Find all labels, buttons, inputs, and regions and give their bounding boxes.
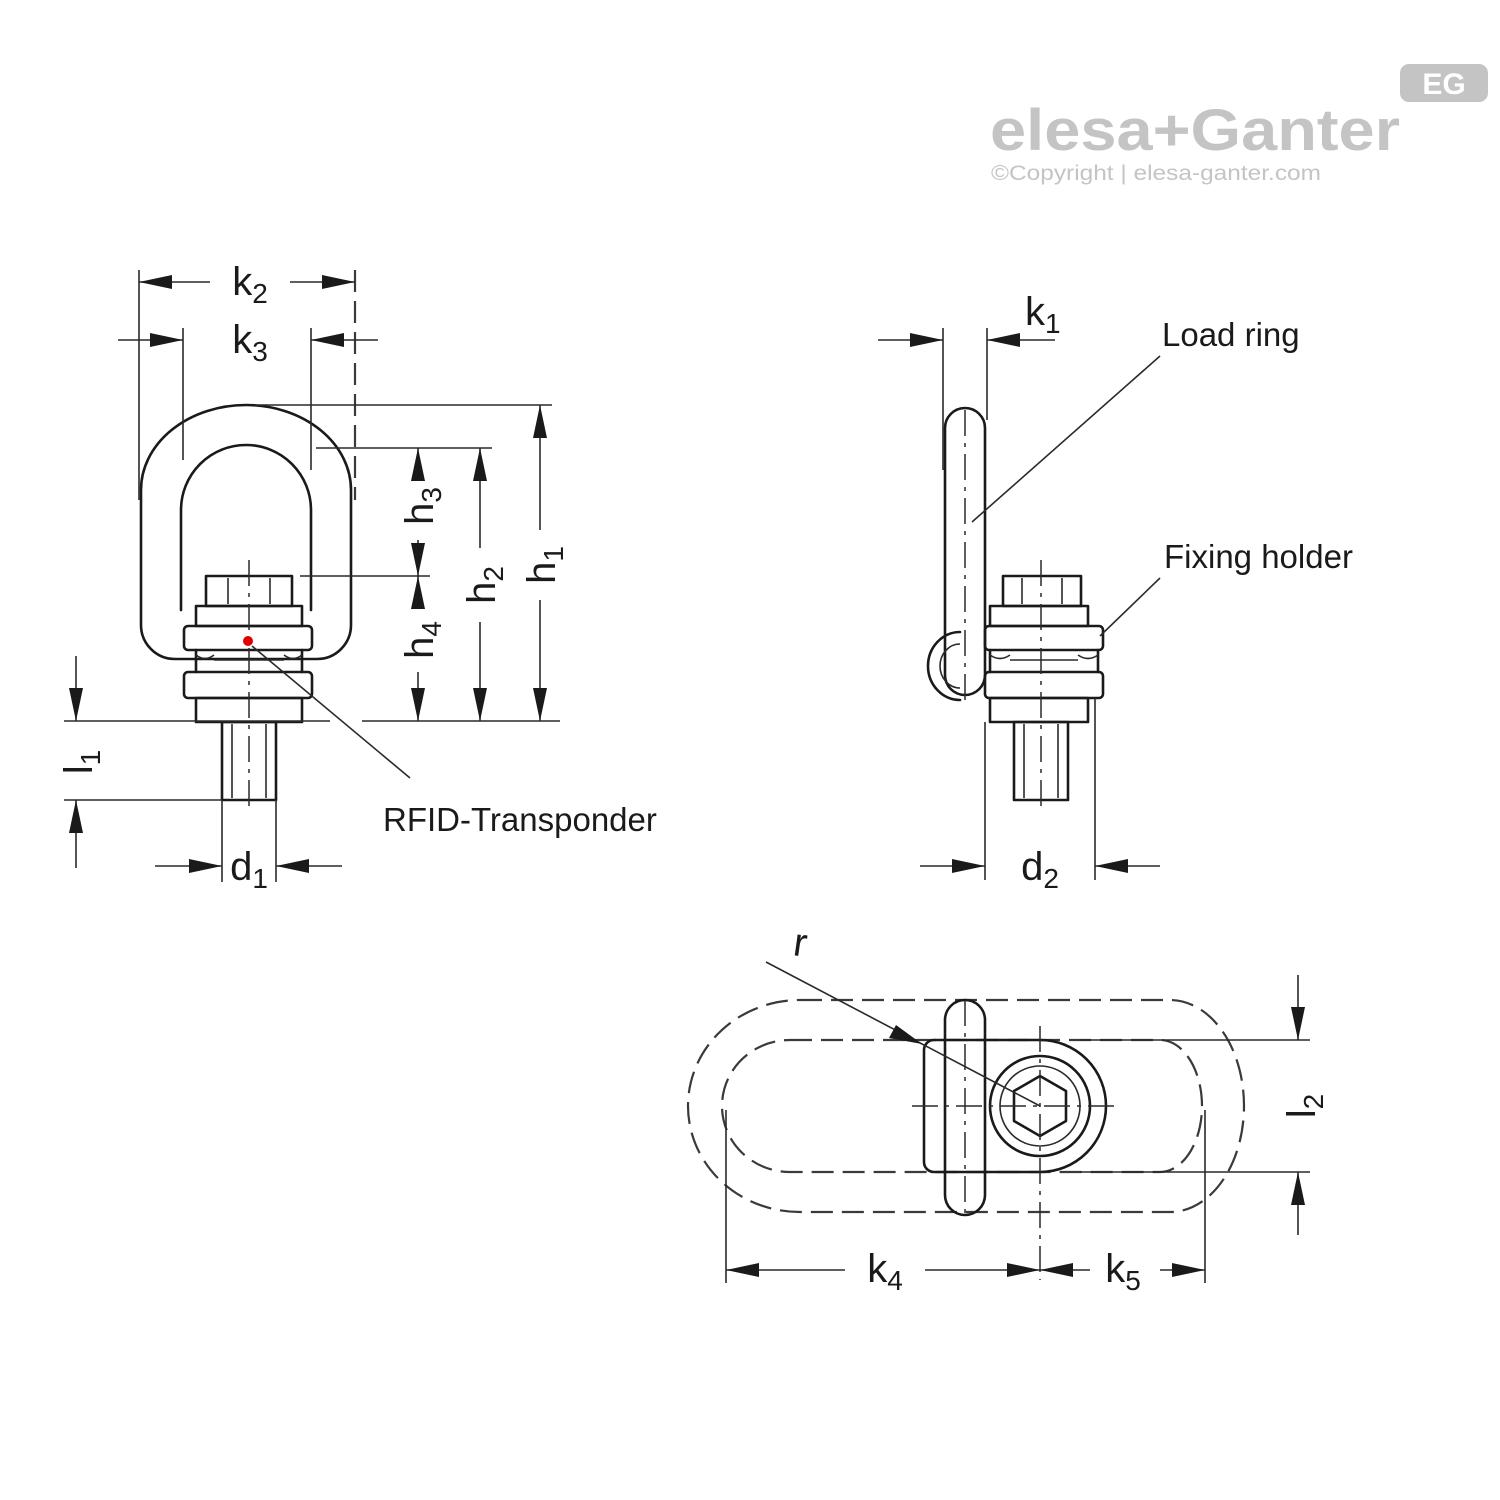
label-r: r [791,920,810,965]
label-d1: d1 [230,845,268,894]
label-d2: d2 [1021,845,1059,894]
top-dimensions [725,961,1310,1283]
fixing-holder-leader [1099,577,1161,637]
front-holder-bottom [182,670,314,700]
side-view [926,406,1105,812]
label-k3: k3 [232,318,268,367]
brand-logo: EG elesa+Ganter ©Copyright | elesa-gante… [990,64,1488,185]
label-k1: k1 [1025,290,1061,339]
front-ring-outer [139,403,353,661]
label-l2: l2 [1280,1094,1329,1118]
rfid-marker [243,636,253,646]
label-k2: k2 [232,260,268,309]
rfid-leader [251,645,411,779]
front-ring-inner [179,443,313,612]
ghost-ring-outer [686,998,1246,1214]
top-holder [922,1038,1108,1174]
brand-wordmark: elesa+Ganter [990,98,1400,163]
front-view [139,403,353,812]
badge-shape [1400,64,1488,102]
top-load-ring [943,998,987,1217]
front-holder-top [182,624,314,652]
load-ring-leader [971,355,1161,523]
callout-fixing-holder: Fixing holder [1164,538,1353,575]
side-bolt-head [1001,574,1083,608]
callout-rfid: RFID-Transponder [383,801,657,838]
label-h2: h2 [460,566,509,604]
label-k4: k4 [867,1247,903,1296]
brand-copyright: ©Copyright | elesa-ganter.com [991,162,1321,185]
label-h4: h4 [398,621,447,659]
side-flange [988,604,1090,628]
label-l1: l1 [57,750,106,774]
brand-badge: EG [1422,68,1465,101]
front-dimensions [64,270,560,882]
label-h3: h3 [398,487,447,525]
callout-load-ring: Load ring [1162,316,1300,353]
label-h1: h1 [520,546,569,584]
side-holder-bottom [983,670,1105,700]
side-base [988,696,1090,724]
label-k5: k5 [1105,1247,1141,1296]
side-dimensions [878,328,1160,880]
top-view [686,998,1246,1280]
side-holder-top [983,624,1105,652]
